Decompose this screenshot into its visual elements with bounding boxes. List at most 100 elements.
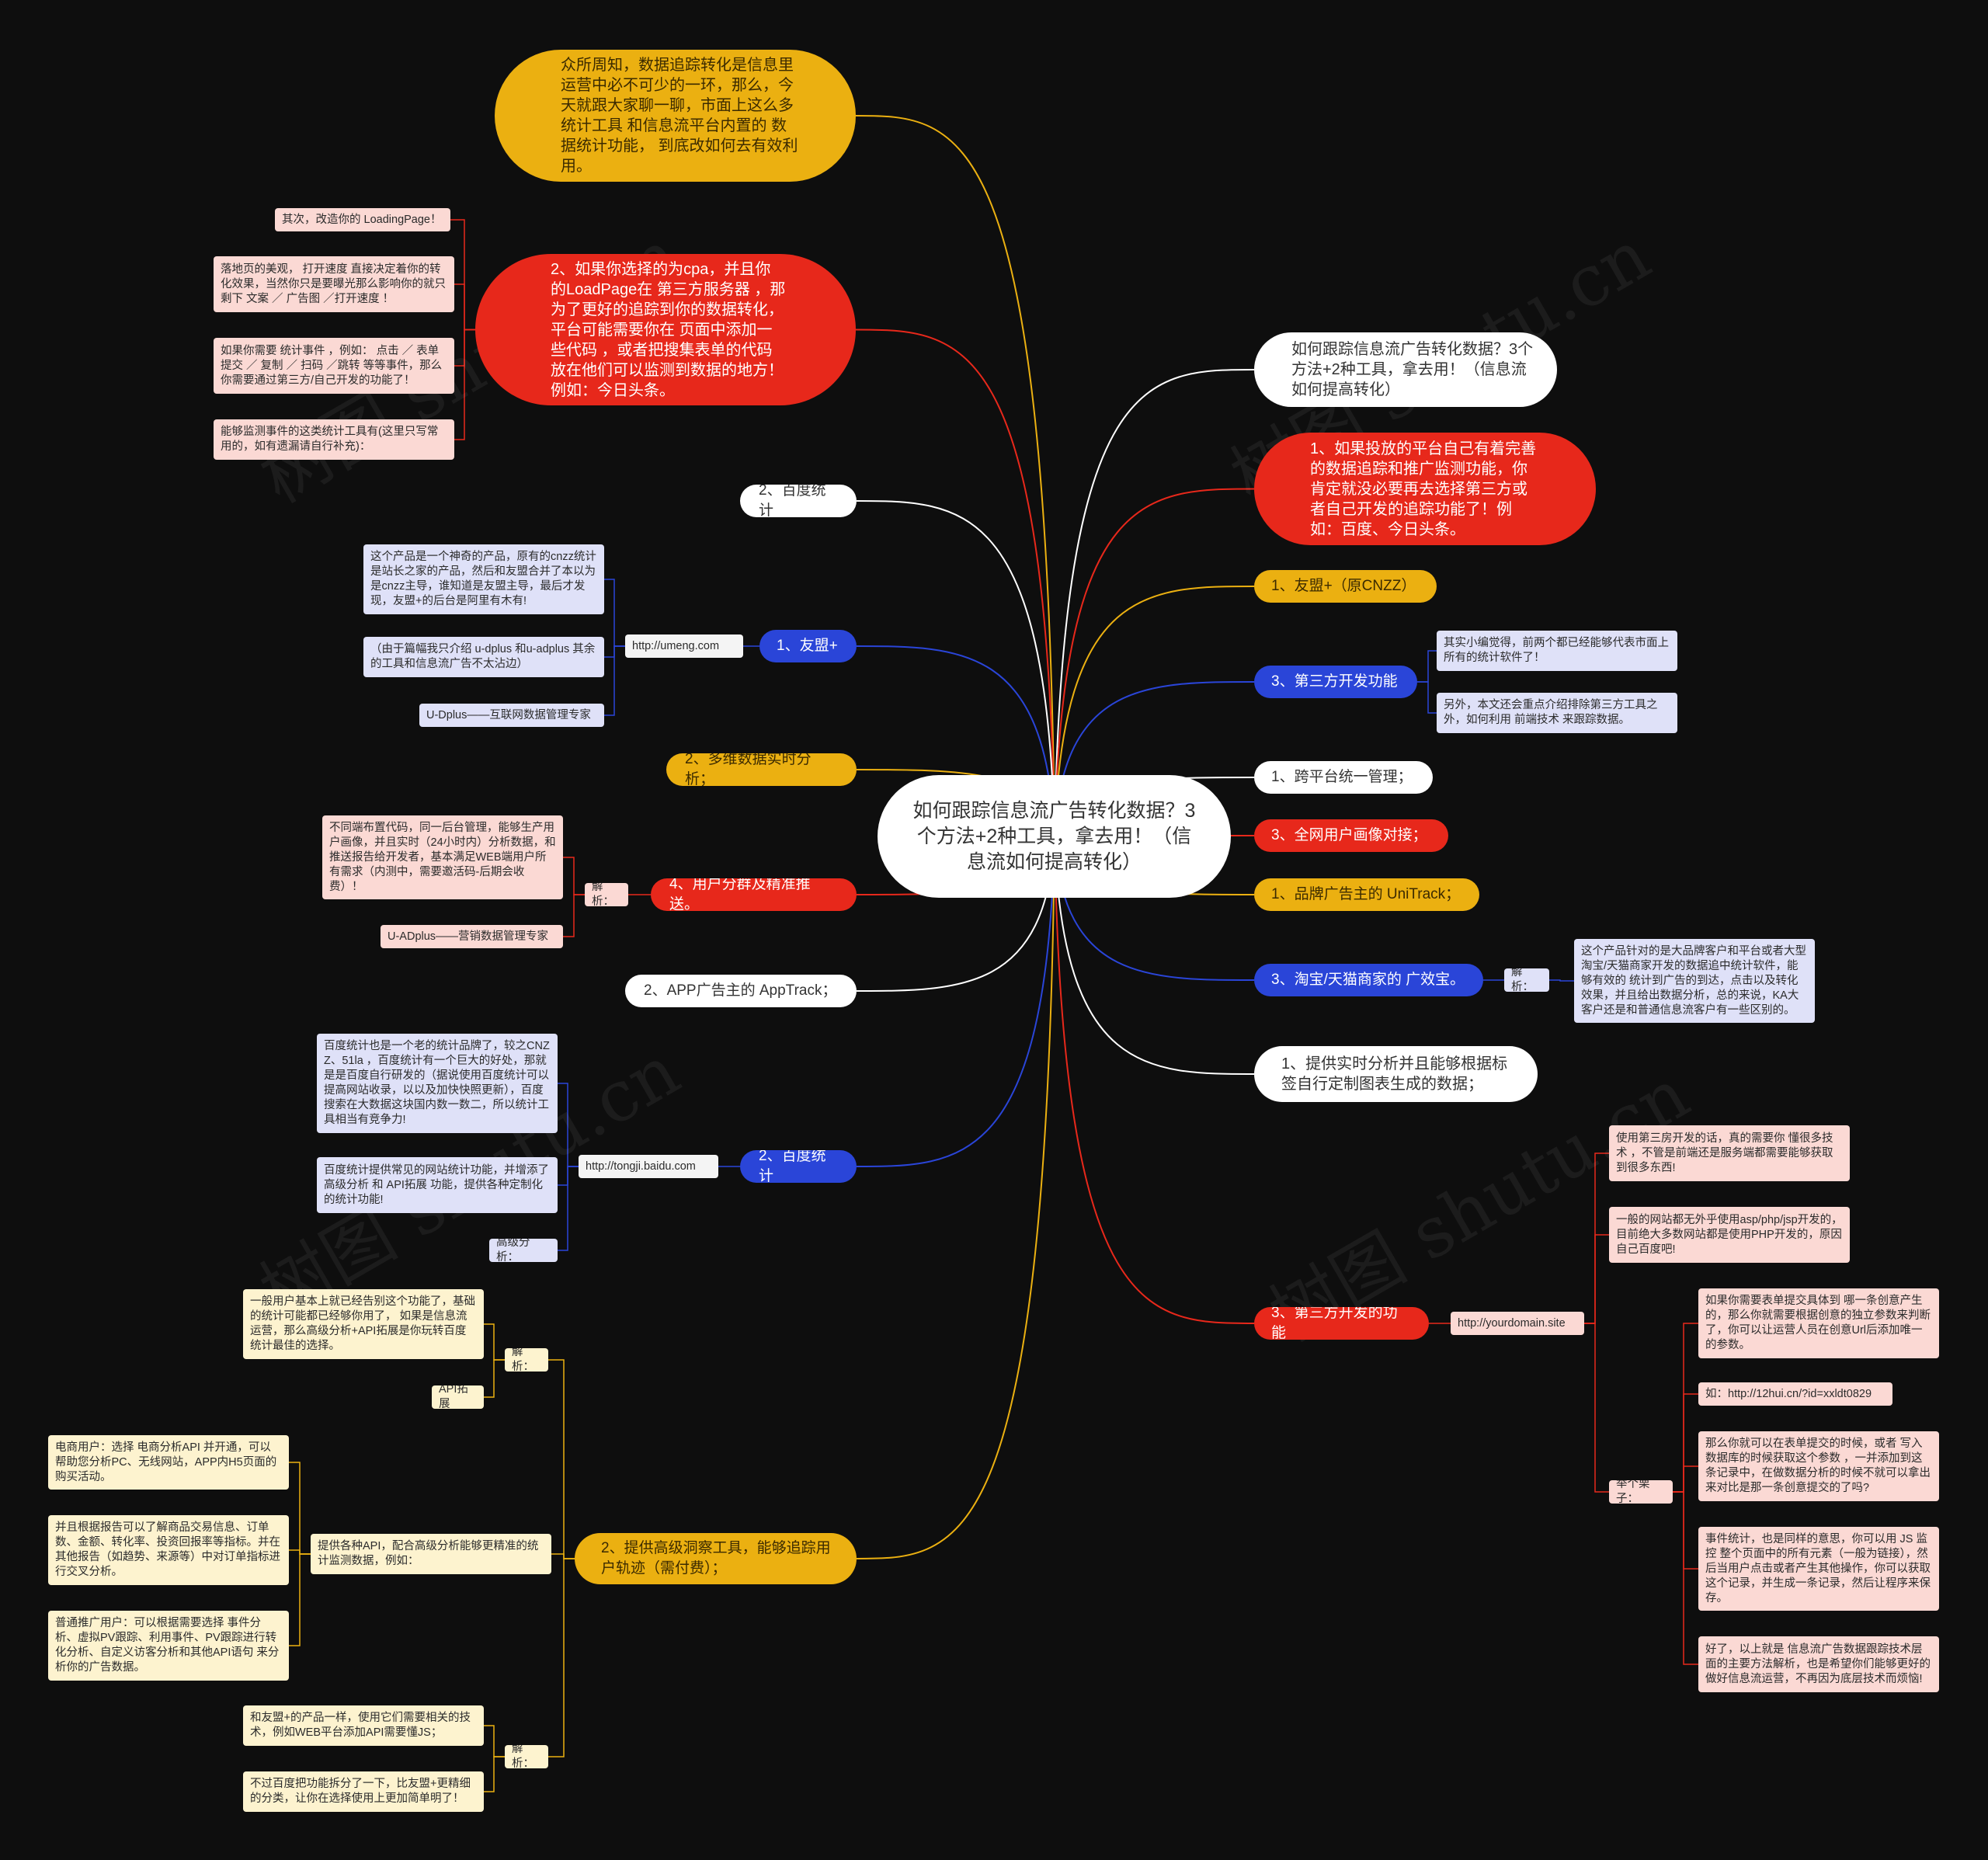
note-text: 一般用户基本上就已经告别这个功能了，基础的统计可能都已经够你用了， 如果是信息流… [250, 1295, 475, 1352]
link-umeng-url[interactable]: http://umeng.com [625, 634, 743, 658]
connector-line [563, 857, 585, 895]
connector-line [548, 1359, 575, 1559]
topic-text: 1、如果投放的平台自己有着完善的数据追踪和推广监测功能，你肯定就没必要再去选择第… [1310, 440, 1537, 538]
topic-unitrack[interactable]: 1、品牌广告主的 UniTrack； [1254, 878, 1479, 911]
note-text: 一般的网站都无外乎使用asp/php/jsp开发的，目前绝大多数网站都是使用PH… [1616, 1213, 1843, 1256]
topic-baidu-stats[interactable]: 2、百度统计 [740, 485, 857, 517]
connector-line [1673, 1491, 1698, 1570]
note-text: 电商用户：选择 电商分析API 并开通，可以帮助您分析PC、无线网站，APP内H… [55, 1441, 277, 1483]
note-cpa-3: 如果你需要 统计事件 ，例如： 点击 ／ 表单提交 ／ 复制 ／ 扫码 ／跳转 … [214, 338, 454, 394]
note-umeng-1: 这个产品是一个神奇的产品，原有的cnzz统计是站长之家的产品，然后和友盟合并了本… [363, 544, 604, 614]
note-text: 普通推广用户：可以根据需要选择 事件分析、虚拟PV跟踪、利用事件、PV跟踪进行转… [55, 1617, 280, 1674]
note-text: 如果你需要 统计事件 ，例如： 点击 ／ 表单提交 ／ 复制 ／ 扫码 ／跳转 … [221, 344, 443, 387]
connector-line [604, 579, 625, 647]
note-text: 解析： [512, 1745, 534, 1768]
note-cpa-4: 能够监测事件的这类统计工具有(这里只写常用的，如有遗漏请自行补充)： [214, 419, 454, 460]
note-insight-ecom: 电商用户：选择 电商分析API 并开通，可以帮助您分析PC、无线网站，APP内H… [48, 1435, 289, 1490]
label-analysis: 解析： [585, 883, 628, 906]
connector-line [1417, 681, 1437, 714]
connector-line [855, 329, 1055, 837]
note-third-2: 另外，本文还会重点介绍排除第三方工具之外，如何利用 前端技术 来跟踪数据。 [1437, 693, 1677, 733]
note-text: 高级分析： [496, 1239, 530, 1262]
note-text: 解析： [1511, 968, 1534, 992]
note-baidu-3: 高级分析： [489, 1239, 558, 1262]
topic-text: 1、提供实时分析并且能够根据标签自行定制图表生成的数据； [1281, 1055, 1508, 1093]
connector-line [1584, 1153, 1609, 1324]
note-yourdomain-2: 一般的网站都无外乎使用asp/php/jsp开发的，目前绝大多数网站都是使用PH… [1609, 1207, 1850, 1263]
connector-line [1054, 836, 1255, 1075]
topic-own-platform[interactable]: 1、如果投放的平台自己有着完善的数据追踪和推广监测功能，你肯定就没必要再去选择第… [1254, 433, 1596, 545]
connector-line [856, 836, 1055, 1167]
note-text: 另外，本文还会重点介绍排除第三方工具之外，如何利用 前端技术 来跟踪数据。 [1444, 699, 1658, 726]
topic-user-portrait[interactable]: 3、全网用户画像对接； [1254, 819, 1448, 852]
connector-line [1673, 1491, 1698, 1665]
link-baidu-url[interactable]: http://tongji.baidu.com [579, 1155, 718, 1178]
note-text: 提供各种API，配合高级分析能够更精准的统计监测数据，例如： [318, 1540, 539, 1567]
note-text: 其实小编觉得，前两个都已经能够代表市面上所有的统计软件了！ [1444, 637, 1669, 664]
connector-line [856, 836, 1055, 1559]
topic-text: 1、友盟+（原CNZZ） [1271, 578, 1416, 594]
note-segment-2: U-ADplus——营销数据管理专家 [381, 925, 563, 948]
topic-title[interactable]: 如何跟踪信息流广告转化数据？3个方法+2种工具，拿去用！（信息流如何提高转化） [1254, 332, 1557, 407]
topic-text: 2、提供高级洞察工具，能够追踪用户轨迹（需付费）； [601, 1540, 831, 1577]
connector-line [1673, 1465, 1698, 1493]
topic-multidim[interactable]: 2、多维数据实时分析； [666, 753, 857, 786]
topic-third-party-2[interactable]: 3、第三方开发的功能 [1254, 1307, 1429, 1340]
note-insight-api: 提供各种API，配合高级分析能够更精准的统计监测数据，例如： [311, 1534, 551, 1574]
topic-cpa[interactable]: 2、如果你选择的为cpa，并且你的LoadPage在 第三方服务器 ，那为了更好… [475, 254, 856, 405]
note-insight-report: 并且根据报告可以了解商品交易信息、订单数、金额、转化率、投资回报率等指标。并在其… [48, 1515, 289, 1585]
connector-line [484, 1323, 505, 1361]
connector-line [1054, 836, 1255, 1324]
note-example-3: 那么你就可以在表单提交的时候，或者 写入数据库的时候获取这个参数 ，一并添加到这… [1698, 1431, 1939, 1501]
note-text: http://umeng.com [632, 639, 720, 652]
topic-text: 4、用户分群及精准推送。 [669, 878, 811, 911]
note-text: 和友盟+的产品一样，使用它们需要相关的技术，例如WEB平台添加API需要懂JS； [250, 1712, 471, 1739]
note-text: 不过百度把功能拆分了一下，比友盟+更精细的分类，让你在选择使用上更加简单明了！ [250, 1778, 471, 1805]
note-text: 百度统计提供常见的网站统计功能，并增添了 高级分析 和 API拓展 功能，提供各… [324, 1163, 549, 1206]
note-text: 解析： [592, 883, 614, 906]
topic-segment[interactable]: 4、用户分群及精准推送。 [651, 878, 857, 911]
topic-text: 1、跨平台统一管理； [1271, 769, 1413, 785]
topic-umeng[interactable]: 1、友盟+ [759, 630, 857, 662]
topic-realtime[interactable]: 1、提供实时分析并且能够根据标签自行定制图表生成的数据； [1254, 1046, 1538, 1102]
root-topic[interactable]: 如何跟踪信息流广告转化数据？3个方法+2种工具，拿去用！（信息流如何提高转化） [878, 775, 1231, 898]
topic-text: 3、第三方开发功能 [1271, 673, 1398, 690]
note-example-2: 如：http://12hui.cn/?id=xxldt0829 [1698, 1382, 1892, 1406]
note-taobao-1: 这个产品针对的是大品牌客户和平台或者大型淘宝/天猫商家开发的数据追中统计软件，能… [1574, 939, 1815, 1023]
note-third-1: 其实小编觉得，前两个都已经能够代表市面上所有的统计软件了！ [1437, 631, 1677, 671]
topic-cross-platform[interactable]: 1、跨平台统一管理； [1254, 761, 1433, 794]
topic-taobao[interactable]: 3、淘宝/天猫商家的 广效宝。 [1254, 964, 1483, 996]
connector-line [1673, 1393, 1698, 1493]
label-analysis: 解析： [505, 1745, 548, 1768]
note-example-5: 好了，以上就是 信息流广告数据跟踪技术层面的主要方法解析，也是希望你们能够更好的… [1698, 1636, 1939, 1692]
label-analysis: 解析： [505, 1348, 548, 1372]
topic-intro[interactable]: 众所周知，数据追踪转化是信息里运营中必不可少的一环，那么，今天就跟大家聊一聊，市… [495, 50, 856, 182]
topic-umeng-cnzz[interactable]: 1、友盟+（原CNZZ） [1254, 570, 1437, 603]
connector-line [1054, 586, 1255, 837]
connector-line [289, 1462, 311, 1555]
note-text: 能够监测事件的这类统计工具有(这里只写常用的，如有遗漏请自行补充)： [221, 426, 439, 453]
connector-line [1054, 488, 1255, 837]
topic-text: 2、多维数据实时分析； [685, 753, 812, 786]
topic-baidu-stats-2[interactable]: 2、百度统计 [740, 1150, 857, 1183]
note-text: U-ADplus——营销数据管理专家 [388, 930, 549, 943]
note-insight-1: 一般用户基本上就已经告别这个功能了，基础的统计可能都已经够你用了， 如果是信息流… [243, 1289, 484, 1359]
note-text: U-Dplus——互联网数据管理专家 [426, 708, 591, 721]
connector-line [1584, 1234, 1609, 1324]
topic-third-party[interactable]: 3、第三方开发功能 [1254, 666, 1417, 698]
note-text: 这个产品是一个神奇的产品，原有的cnzz统计是站长之家的产品，然后和友盟合并了本… [370, 551, 596, 607]
note-text: 如果你需要表单提交具体到 哪一条创意产生的，那么你就需要根据创意的独立参数来判断… [1705, 1295, 1931, 1351]
topic-apptrack[interactable]: 2、APP广告主的 AppTrack； [625, 975, 857, 1007]
topic-text: 3、全网用户画像对接； [1271, 827, 1427, 843]
link-yourdomain-url[interactable]: http://yourdomain.site [1451, 1312, 1584, 1335]
topic-insight[interactable]: 2、提供高级洞察工具，能够追踪用户轨迹（需付费）； [575, 1533, 857, 1584]
connector-line [551, 1553, 575, 1559]
connector-line [1549, 979, 1574, 982]
note-text: 这个产品针对的是大品牌客户和平台或者大型淘宝/天猫商家开发的数据追中统计软件，能… [1581, 944, 1806, 1017]
connector-line [484, 1725, 505, 1757]
note-cpa-2: 落地页的美观， 打开速度 直接决定着你的转化效果，当然你只是要曝光那么影响你的就… [214, 256, 454, 312]
connector-line [454, 329, 475, 440]
connector-line [563, 894, 585, 937]
note-umeng-2: （由于篇幅我只介绍 u-dplus 和u-adplus 其余的工具和信息流广告不… [363, 637, 604, 677]
connector-line [1417, 650, 1437, 683]
